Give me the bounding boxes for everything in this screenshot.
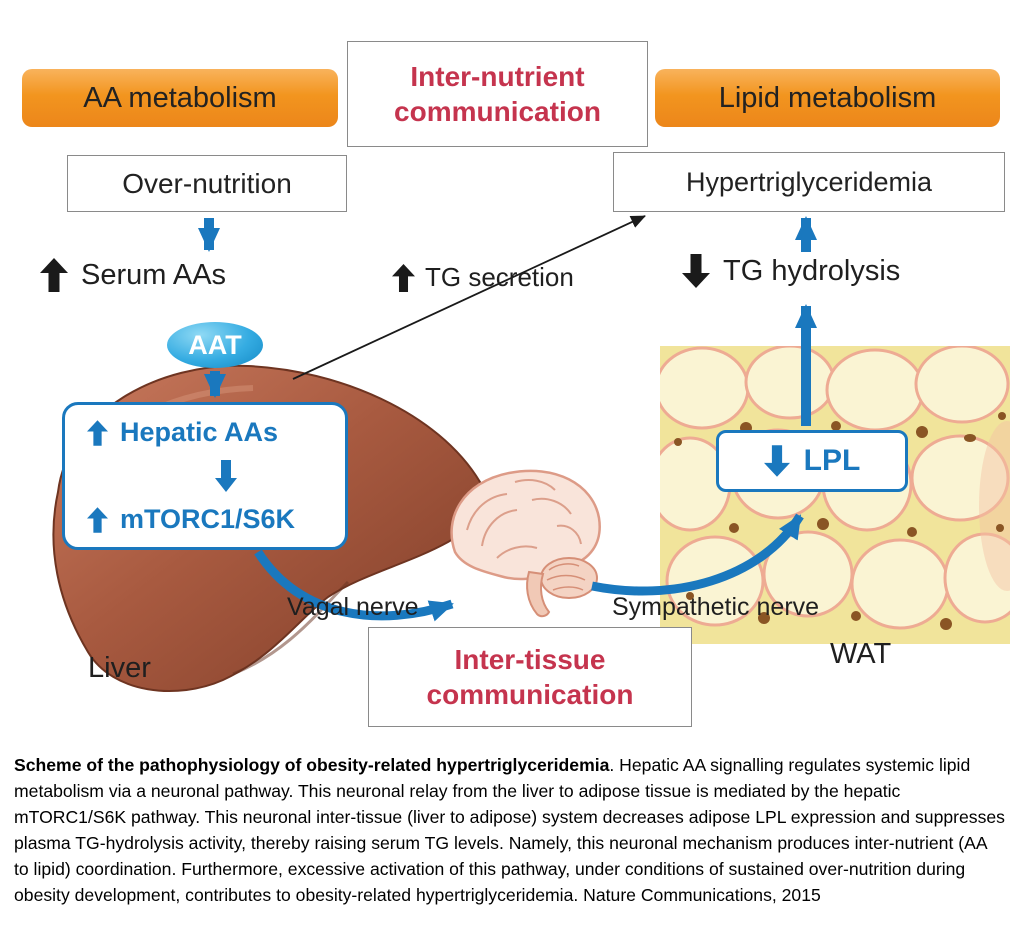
tg-hydrolysis-row: TG hydrolysis bbox=[682, 254, 900, 288]
lpl-box: LPL bbox=[716, 430, 908, 492]
aa-metabolism-label: AA metabolism bbox=[83, 81, 277, 114]
hypertriglyceridemia-box: Hypertriglyceridemia bbox=[613, 152, 1005, 212]
down-arrow-icon bbox=[763, 445, 790, 477]
caption-rest: . Hepatic AA signalling regulates system… bbox=[14, 755, 1005, 906]
arrow-sympathetic-nerve bbox=[591, 513, 804, 596]
tg-hydrolysis-label: TG hydrolysis bbox=[723, 254, 901, 287]
tg-secretion-label: TG secretion bbox=[425, 262, 574, 292]
hypertriglyceridemia-label: Hypertriglyceridemia bbox=[685, 166, 933, 197]
vagal-nerve-label: Vagal nerve bbox=[287, 593, 419, 621]
aat-ellipse: AAT bbox=[167, 322, 263, 368]
inter-nutrient-box: Inter-nutrient communication bbox=[347, 41, 648, 147]
figure-caption: Scheme of the pathophysiology of obesity… bbox=[14, 752, 1006, 908]
liver-label: Liver bbox=[88, 652, 151, 684]
aat-label: AAT bbox=[188, 329, 242, 360]
mtorc1-s6k-label: mTORC1/S6K bbox=[120, 504, 296, 534]
inter-tissue-label: Inter-tissue communication bbox=[426, 644, 634, 710]
inter-tissue-box: Inter-tissue communication bbox=[368, 627, 692, 727]
over-nutrition-label: Over-nutrition bbox=[122, 167, 292, 199]
arrow-tg-secretion bbox=[292, 215, 646, 380]
serum-aas-row: Serum AAs bbox=[40, 258, 226, 292]
hepatic-aas-row: Hepatic AAs bbox=[87, 417, 278, 448]
tg-secretion-row: TG secretion bbox=[392, 262, 574, 293]
wat-label: WAT bbox=[830, 638, 892, 670]
up-arrow-icon bbox=[392, 263, 415, 292]
caption-bold: Scheme of the pathophysiology of obesity… bbox=[14, 755, 610, 775]
connector-arrows bbox=[198, 215, 817, 622]
up-arrow-icon bbox=[87, 506, 108, 533]
up-arrow-icon bbox=[40, 258, 68, 292]
inter-nutrient-label: Inter-nutrient communication bbox=[394, 61, 601, 127]
lipid-metabolism-label: Lipid metabolism bbox=[718, 81, 937, 114]
brain-illustration bbox=[450, 469, 601, 618]
over-nutrition-box: Over-nutrition bbox=[67, 155, 347, 212]
hepatic-signalling-box: Hepatic AAs mTORC1/S6K bbox=[62, 402, 348, 550]
hepatic-aas-label: Hepatic AAs bbox=[120, 417, 279, 447]
mtorc1-row: mTORC1/S6K bbox=[87, 504, 295, 535]
up-arrow-icon bbox=[87, 419, 108, 446]
lipid-metabolism-box: Lipid metabolism bbox=[655, 69, 1000, 127]
aa-metabolism-box: AA metabolism bbox=[22, 69, 338, 127]
down-arrow-icon bbox=[215, 460, 237, 492]
sympathetic-nerve-label: Sympathetic nerve bbox=[612, 593, 820, 621]
serum-aas-label: Serum AAs bbox=[81, 258, 227, 291]
arrow-vagal-nerve bbox=[254, 549, 454, 622]
lpl-label: LPL bbox=[803, 444, 861, 477]
down-arrow-icon bbox=[682, 254, 710, 288]
